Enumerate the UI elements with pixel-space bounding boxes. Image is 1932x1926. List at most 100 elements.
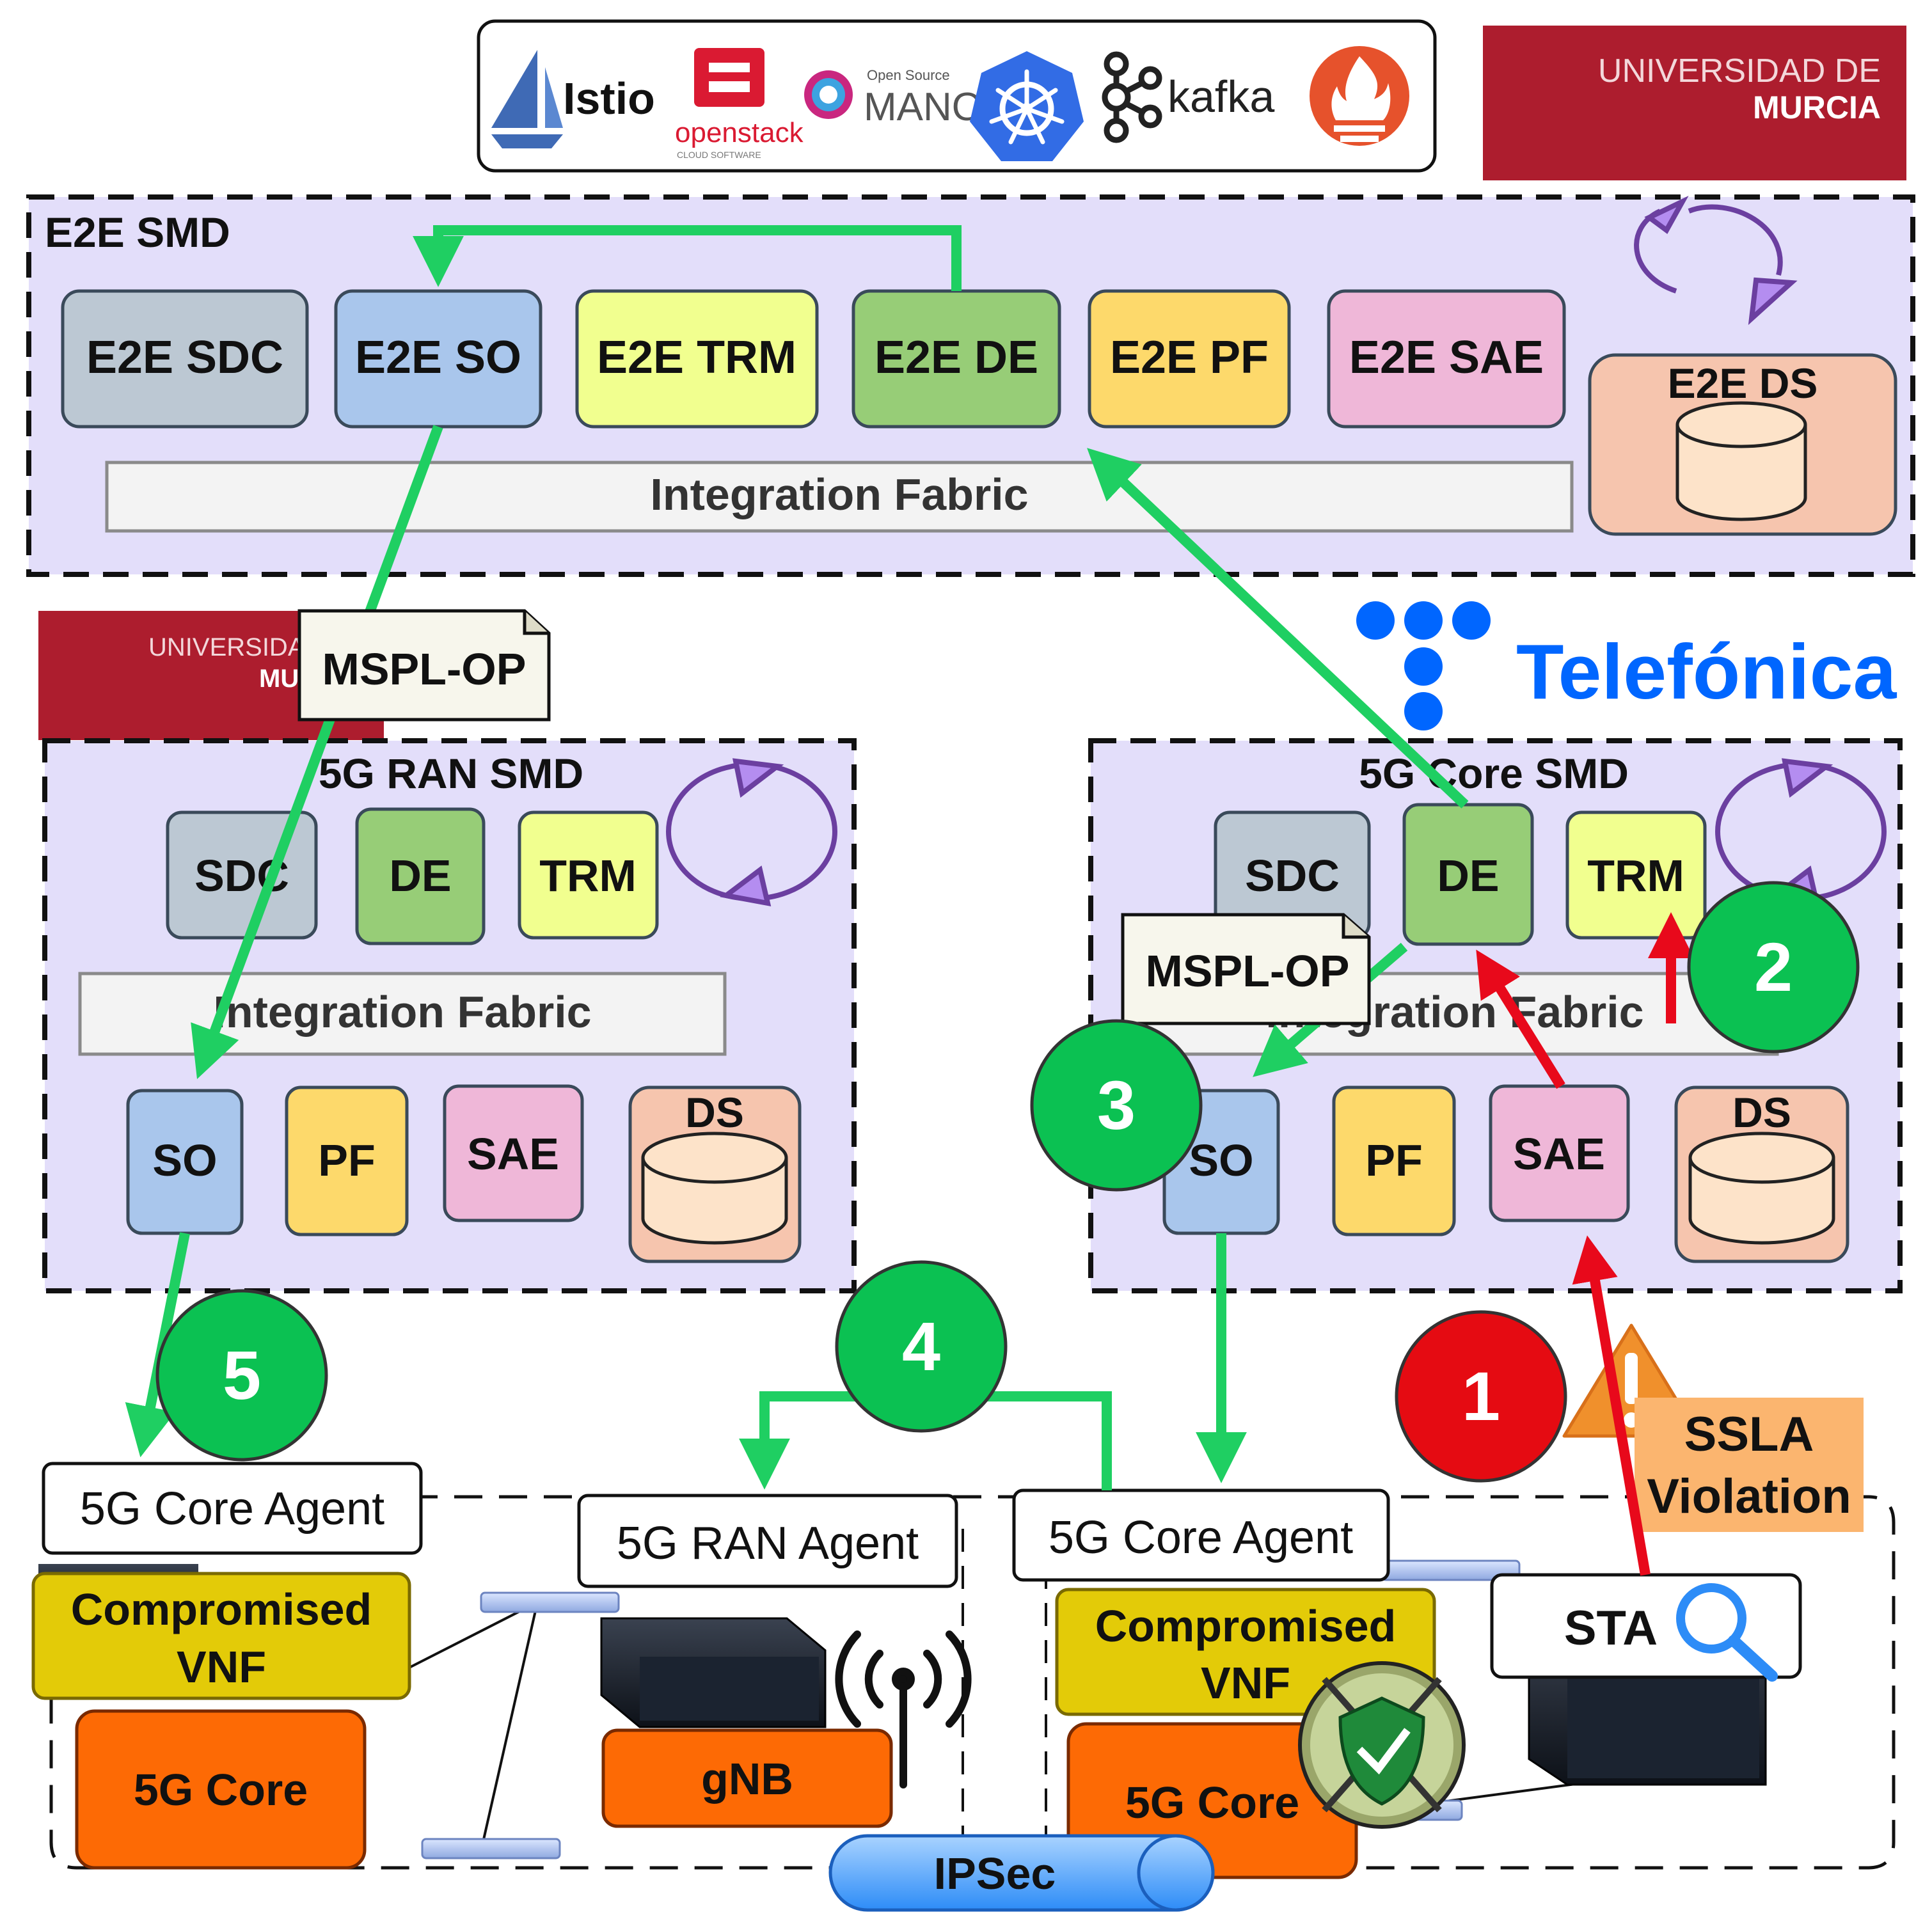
ran-agent-box: 5G RAN Agent	[577, 1494, 958, 1588]
ipsec-tunnel: IPSec	[828, 1834, 1215, 1912]
svg-text:5G Core Agent: 5G Core Agent	[80, 1483, 384, 1535]
arrow-sta-to-sae	[1572, 1235, 1651, 1576]
telefonica-logo: Telefónica	[1356, 601, 1897, 730]
svg-text:5G Core: 5G Core	[1125, 1778, 1299, 1827]
svg-text:5G Core Agent: 5G Core Agent	[1049, 1512, 1353, 1563]
openstack-logo: openstack CLOUD SOFTWARE	[675, 48, 804, 160]
svg-text:Integration Fabric: Integration Fabric	[213, 987, 591, 1037]
svg-text:Istio: Istio	[563, 74, 655, 123]
kubernetes-logo	[970, 51, 1084, 161]
arrow-e2e-de-to-so	[413, 225, 962, 291]
step-4-badge: 4	[835, 1260, 1008, 1433]
svg-text:gNB: gNB	[701, 1754, 793, 1804]
mspl-op-note-right: MSPL-OP	[1121, 913, 1371, 1025]
svg-text:IPSec: IPSec	[934, 1849, 1056, 1898]
svg-text:Compromised: Compromised	[1095, 1601, 1397, 1651]
svg-text:E2E SO: E2E SO	[355, 332, 521, 383]
right-core-agent-box: 5G Core Agent	[1012, 1488, 1390, 1582]
svg-text:E2E PF: E2E PF	[1110, 332, 1269, 383]
server-icon	[1528, 1623, 1767, 1786]
core-pf-box: PF	[1332, 1085, 1456, 1236]
step-3-badge: 3	[1030, 1019, 1203, 1192]
svg-text:5G Core: 5G Core	[134, 1765, 308, 1815]
svg-text:UNIVERSIDAD DE: UNIVERSIDAD DE	[1598, 52, 1881, 90]
technology-logos-bar: Istio openstack CLOUD SOFTWARE Open Sour…	[477, 19, 1437, 173]
universidad-murcia-logo: UNIVERSIDAD DE MURCIA	[1483, 26, 1906, 180]
svg-text:5G RAN Agent: 5G RAN Agent	[617, 1518, 919, 1569]
ran-so-box: SO	[126, 1089, 244, 1235]
ssla-violation-label: SSLA Violation	[1635, 1398, 1864, 1532]
svg-text:SO: SO	[152, 1135, 217, 1185]
svg-text:STA: STA	[1564, 1601, 1658, 1655]
core-trm-box: TRM	[1565, 810, 1707, 940]
ran-pf-box: PF	[285, 1085, 409, 1236]
ran-cycle-icon	[666, 758, 837, 907]
database-icon	[641, 1132, 788, 1245]
network-switch-icon	[421, 1838, 561, 1859]
svg-text:TRM: TRM	[539, 851, 637, 901]
svg-text:CLOUD SOFTWARE: CLOUD SOFTWARE	[677, 150, 761, 160]
svg-text:DE: DE	[1437, 851, 1499, 901]
sta-box: STA	[1490, 1573, 1802, 1679]
svg-text:SSLA: SSLA	[1684, 1407, 1814, 1462]
ran-de-box: DE	[355, 807, 486, 945]
svg-text:5: 5	[223, 1336, 261, 1414]
green-flow-arrows	[125, 225, 1469, 1490]
svg-text:4: 4	[902, 1307, 940, 1385]
svg-text:VNF: VNF	[1201, 1658, 1290, 1708]
svg-text:2: 2	[1754, 928, 1793, 1006]
e2e-so-box: E2E SO	[334, 289, 542, 429]
svg-text:MSPL-OP: MSPL-OP	[322, 644, 527, 694]
svg-text:Open Source: Open Source	[867, 67, 950, 83]
svg-text:DE: DE	[389, 851, 451, 901]
svg-text:3: 3	[1097, 1066, 1136, 1144]
e2e-sae-box: E2E SAE	[1327, 289, 1566, 429]
svg-text:Telefónica: Telefónica	[1516, 628, 1897, 715]
core-sae-box: SAE	[1489, 1084, 1630, 1222]
ran-smd-title: 5G RAN SMD	[319, 750, 583, 797]
osm-logo: Open Source MANO	[804, 67, 983, 129]
gnb-box: gNB	[601, 1728, 893, 1828]
svg-text:openstack: openstack	[675, 117, 804, 148]
svg-text:E2E TRM: E2E TRM	[597, 332, 796, 383]
arrow-ran-so-to-agent	[125, 1232, 190, 1458]
left-compromised-vnf-box: Compromised VNF	[31, 1572, 411, 1700]
svg-text:E2E SAE: E2E SAE	[1349, 332, 1544, 383]
e2e-integration-fabric: Integration Fabric	[105, 461, 1574, 533]
magnifier-icon	[1676, 1583, 1778, 1682]
svg-text:SDC: SDC	[1245, 851, 1340, 901]
right-compromised-vnf-box: Compromised VNF	[1055, 1588, 1436, 1716]
e2e-trm-box: E2E TRM	[575, 289, 819, 429]
e2e-cycle-icon	[1634, 195, 1798, 326]
database-icon	[1688, 1132, 1835, 1245]
svg-text:Integration Fabric: Integration Fabric	[650, 470, 1028, 519]
svg-text:kafka: kafka	[1168, 72, 1274, 122]
ran-trm-box: TRM	[518, 810, 659, 940]
svg-text:Compromised: Compromised	[71, 1584, 372, 1634]
ran-sae-box: SAE	[443, 1084, 584, 1222]
core-de-box: DE	[1402, 803, 1534, 946]
left-5g-core-box: 5G Core	[75, 1709, 367, 1870]
e2e-pf-box: E2E PF	[1088, 289, 1291, 429]
step-1-badge: 1	[1395, 1310, 1567, 1483]
svg-text:DS: DS	[685, 1089, 744, 1136]
kafka-logo: kafka	[1102, 51, 1274, 143]
e2e-ds-box: E2E DS	[1588, 353, 1897, 536]
prometheus-logo	[1310, 46, 1409, 146]
step-2-badge: 2	[1687, 881, 1860, 1054]
svg-text:E2E DS: E2E DS	[1668, 359, 1818, 407]
svg-text:MSPL-OP: MSPL-OP	[1146, 946, 1350, 996]
svg-text:MURCIA: MURCIA	[1753, 90, 1881, 125]
svg-text:DS: DS	[1732, 1089, 1791, 1136]
core-smd-title: 5G Core SMD	[1359, 750, 1629, 797]
svg-text:TRM: TRM	[1587, 851, 1684, 901]
server-icon	[600, 1617, 827, 1728]
network-switch-icon	[480, 1591, 620, 1613]
e2e-smd-title: E2E SMD	[45, 209, 230, 256]
svg-text:E2E DE: E2E DE	[875, 332, 1038, 383]
e2e-de-box: E2E DE	[851, 289, 1061, 429]
istio-logo: Istio	[491, 50, 655, 148]
svg-text:MANO: MANO	[864, 85, 983, 129]
e2e-sdc-box: E2E SDC	[61, 289, 309, 429]
mspl-op-note-left: MSPL-OP	[297, 609, 551, 722]
